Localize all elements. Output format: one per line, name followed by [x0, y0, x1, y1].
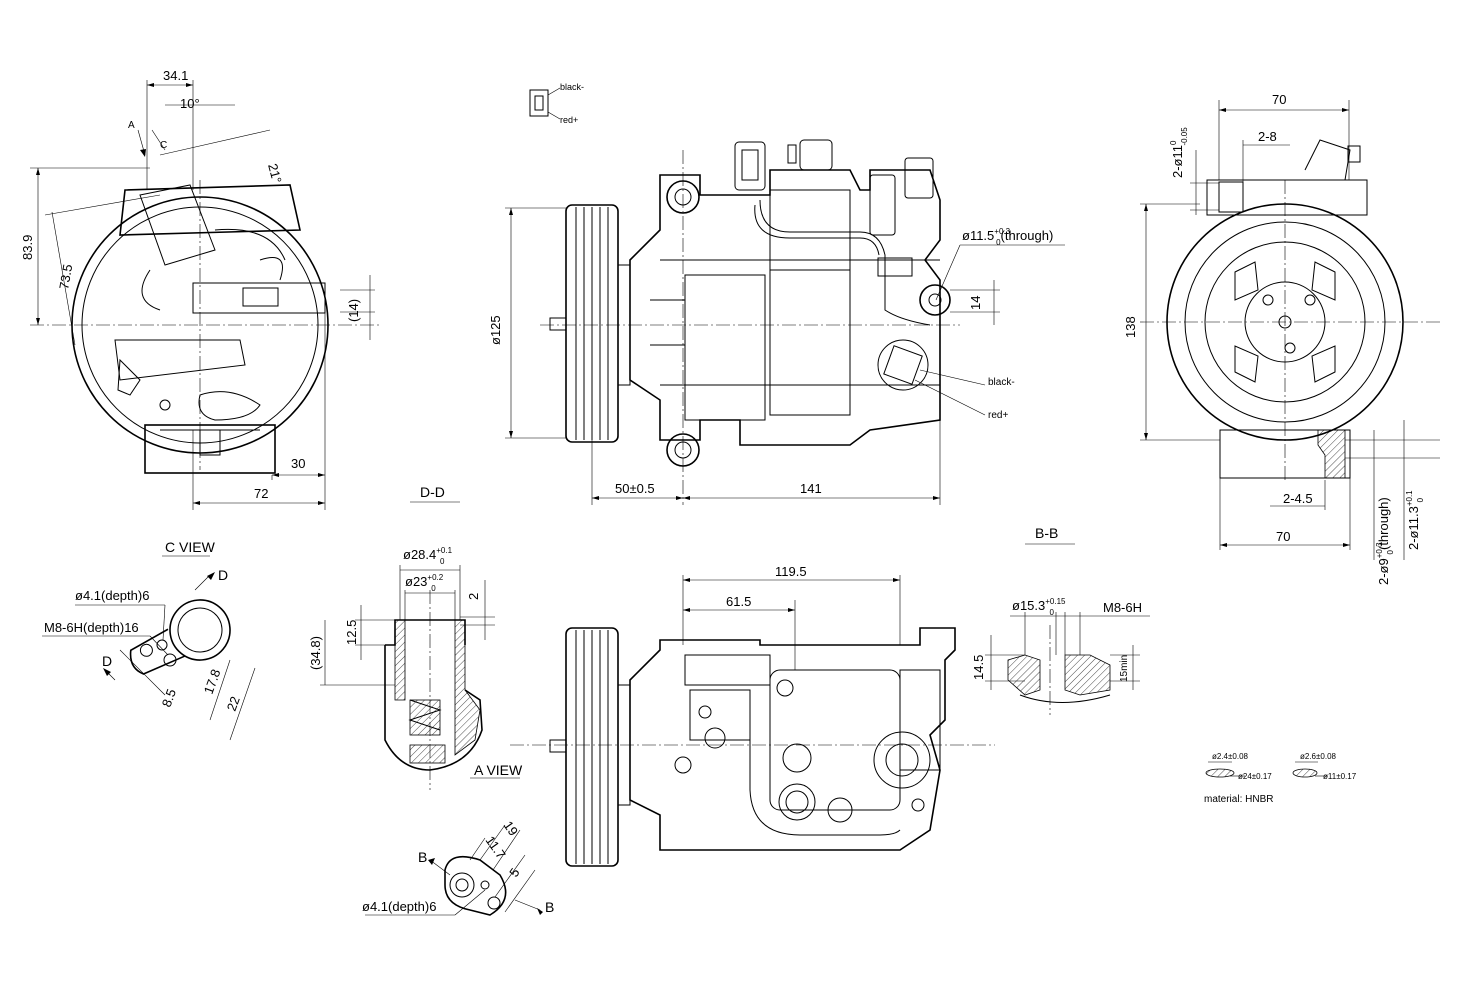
- o-ring-specs: ø2.4±0.08 ø24±0.17 material: HNBR ø2.6±0…: [1204, 752, 1357, 805]
- dim-34-1: 34.1: [163, 68, 188, 83]
- front-red-label: red+: [988, 410, 1008, 421]
- a-view-dim-34-8: (34.8): [308, 636, 323, 670]
- c-view-title: C VIEW: [165, 539, 216, 555]
- dim-angle-10: 10°: [180, 96, 200, 111]
- section-marker-a: A: [128, 120, 135, 131]
- right-end-view: 70 2-8 2-ø110-0.05 138 2-4.5 70 2-ø9+0.3…: [1123, 92, 1440, 585]
- b-b-dim-14-5: 14.5: [971, 655, 986, 680]
- dim-14: 14: [968, 296, 983, 310]
- c-view-marker-d-bottom: D: [102, 653, 112, 669]
- o-ring-2: [1292, 768, 1318, 778]
- dim-119-5: 119.5: [775, 564, 807, 579]
- d-d-dim-11-7: 11.7: [483, 833, 509, 862]
- dim-pulley-125: ø125: [488, 315, 503, 345]
- c-view-m8-thread: M8-6H(depth)16: [44, 620, 139, 635]
- o-ring-2-diameter: ø11±0.17: [1323, 772, 1357, 781]
- dim-2-8: 2-8: [1258, 129, 1277, 144]
- front-black-label: black-: [988, 377, 1015, 388]
- connector-red-label: red+: [560, 115, 578, 125]
- o-ring-2-section: ø2.6±0.08: [1300, 752, 1337, 761]
- section-marker-c: C: [160, 140, 167, 151]
- dim-83-9: 83.9: [20, 235, 35, 260]
- dim-138: 138: [1123, 316, 1138, 338]
- d-d-detail: 19 11.7 5 ø4.1(depth)6 B B: [362, 818, 554, 916]
- o-ring-1: [1205, 768, 1235, 778]
- dim-2-11: 2-ø110-0.05: [1169, 127, 1189, 178]
- dim-30: 30: [291, 456, 305, 471]
- o-ring-1-section: ø2.4±0.08: [1212, 752, 1249, 761]
- dim-73-5: 73.5: [56, 263, 75, 291]
- a-view-dim-12-5: 12.5: [344, 620, 359, 645]
- connector-pinout: black- red+: [529, 82, 584, 125]
- a-view-title: A VIEW: [474, 762, 523, 778]
- c-view-dim-8-5: 8.5: [159, 687, 179, 709]
- o-ring-material: material: HNBR: [1204, 794, 1273, 805]
- b-b-dim-15min: 15min: [1119, 655, 1130, 682]
- dim-70-top: 70: [1272, 92, 1286, 107]
- bottom-view: 119.5 61.5: [510, 564, 995, 867]
- d-d-marker-b-right: B: [545, 899, 554, 915]
- c-view-dim-17-8: 17.8: [201, 667, 224, 696]
- dim-angle-21: 21°: [265, 162, 285, 185]
- d-d-dim-19: 19: [501, 818, 522, 838]
- left-side-view: 34.1 10° 21° 83.9 73.5 (14) 30 72 A C: [20, 68, 380, 510]
- d-d-dim-4-1: ø4.1(depth)6: [362, 899, 436, 914]
- d-d-section-label: D-D: [410, 484, 460, 503]
- dim-72: 72: [254, 486, 268, 501]
- c-view-detail: C VIEW ø4.1(depth)6 M8-6H(depth)16 17.8 …: [42, 539, 256, 741]
- connector-black-label: black-: [560, 82, 584, 92]
- dim-141: 141: [800, 481, 822, 496]
- b-b-m8-thread: M8-6H: [1103, 600, 1142, 615]
- b-b-title: B-B: [1035, 525, 1058, 541]
- c-view-dim-4-1: ø4.1(depth)6: [75, 588, 149, 603]
- c-view-dim-22: 22: [224, 694, 243, 713]
- d-d-title: D-D: [420, 484, 445, 500]
- a-view-dim-2: 2: [466, 593, 481, 600]
- d-d-marker-b-left: B: [418, 849, 427, 865]
- o-ring-1-diameter: ø24±0.17: [1238, 772, 1272, 781]
- dim-61-5: 61.5: [726, 594, 751, 609]
- dim-2-4-5: 2-4.5: [1283, 491, 1313, 506]
- dim-50: 50±0.5: [615, 481, 655, 496]
- c-view-marker-d-top: D: [218, 567, 228, 583]
- dim-70-bottom: 70: [1276, 529, 1290, 544]
- dim-14-ref: (14): [346, 299, 361, 322]
